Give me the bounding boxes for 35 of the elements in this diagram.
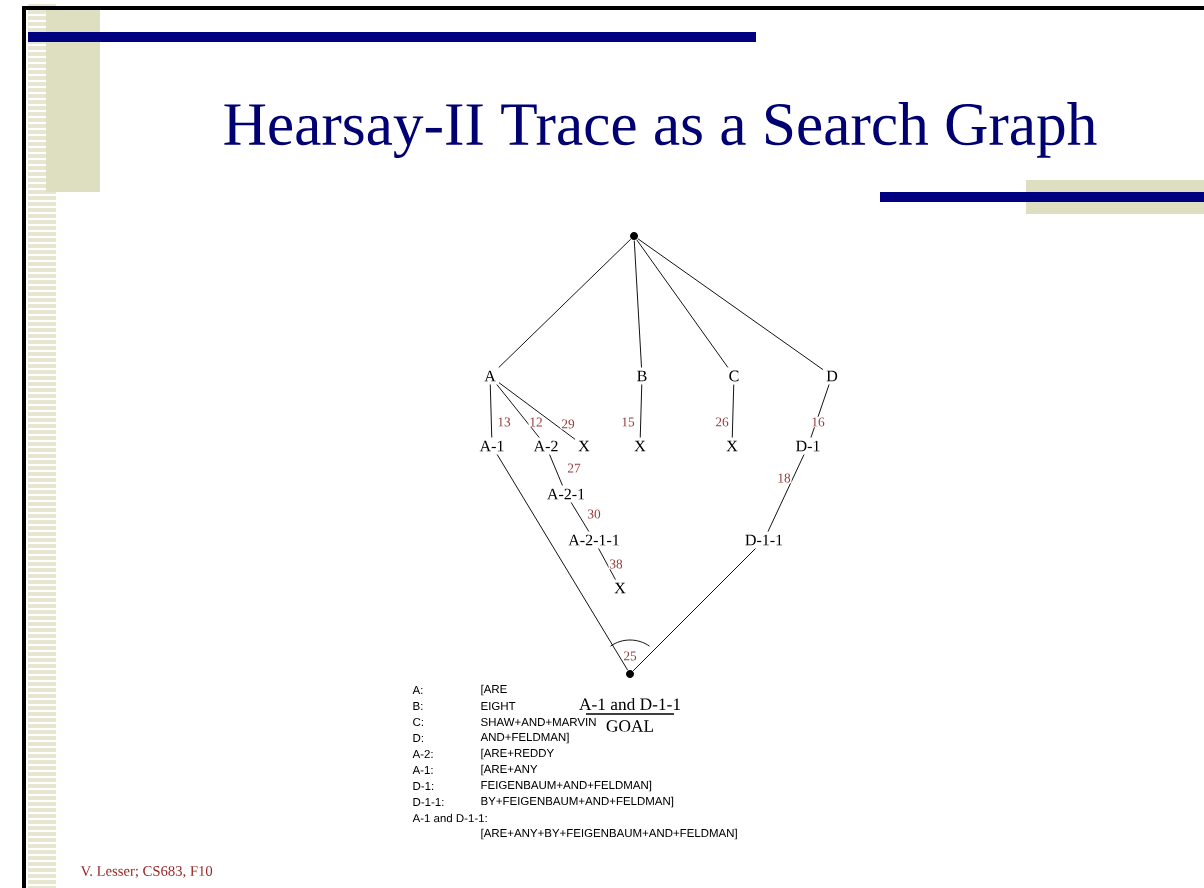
node-label: X <box>726 440 738 452</box>
edge-line <box>598 548 616 581</box>
graph-vertex <box>630 232 638 240</box>
edge-line <box>731 384 735 439</box>
edge-line <box>767 454 805 532</box>
edge-line <box>810 384 830 438</box>
node-label: A <box>484 370 496 382</box>
edge-line <box>639 384 643 439</box>
node-label: A-2-1 <box>547 488 585 500</box>
slide-title: Hearsay-II Trace as a Search Graph <box>224 102 1097 158</box>
node-label: X <box>634 440 646 452</box>
edge-line <box>637 238 824 371</box>
node-label: C <box>729 370 739 382</box>
edge-line <box>549 454 563 486</box>
edge-line <box>489 384 493 438</box>
node-label: X <box>578 440 590 452</box>
node-label: D-1 <box>796 440 820 452</box>
edge-line <box>632 548 756 672</box>
goal-label: A-1 and D-1-1 <box>579 697 680 711</box>
edge-line <box>496 454 629 671</box>
graph-vertex <box>626 670 634 678</box>
node-label: D-1-1 <box>745 534 783 546</box>
node-label: B <box>637 370 647 382</box>
edge-line <box>496 384 540 438</box>
node-label: A-1 <box>479 440 504 452</box>
goal-label: GOAL <box>606 720 653 732</box>
edge-line <box>636 239 729 368</box>
edge-line <box>498 238 632 368</box>
node-label: D <box>826 370 838 382</box>
edge-line <box>633 240 642 368</box>
edge-line <box>498 382 576 440</box>
node-label: A-2 <box>533 440 558 452</box>
edge-line <box>570 502 590 532</box>
node-label: X <box>614 582 626 594</box>
node-label: A-2-1-1 <box>568 534 619 546</box>
